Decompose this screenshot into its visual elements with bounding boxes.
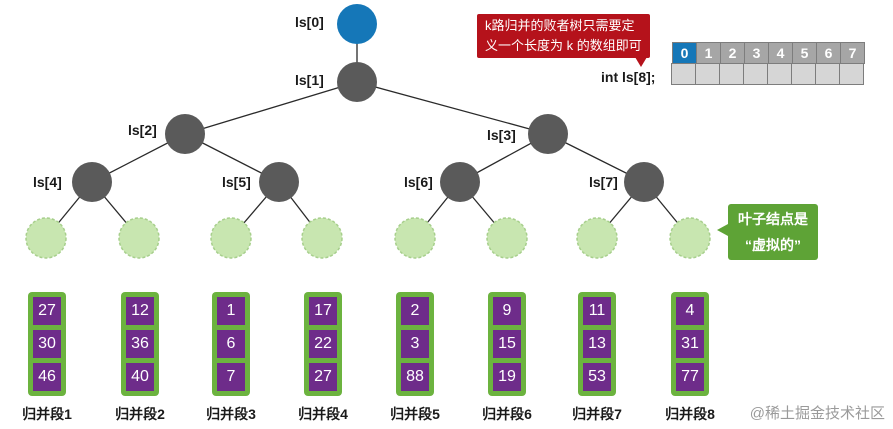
segment-value: 88: [401, 363, 429, 391]
segment-value: 1: [217, 297, 245, 325]
node-1: [337, 62, 377, 102]
array-value-cell: [839, 63, 864, 85]
segment-value: 13: [583, 330, 611, 358]
segment-value: 22: [309, 330, 337, 358]
segment-name-3: 归并段3: [206, 406, 256, 422]
segment-value: 12: [126, 297, 154, 325]
segment-value: 27: [309, 363, 337, 391]
segment-value: 4: [676, 297, 704, 325]
merge-segment-3: 1 6 7: [212, 292, 250, 396]
node-7: [624, 162, 664, 202]
array-callout: k路归并的败者树只需要定 义一个长度为 k 的数组即可: [477, 14, 650, 67]
leaf-node: [486, 217, 528, 259]
segment-value: 77: [676, 363, 704, 391]
array-index-cell: 6: [816, 42, 841, 64]
segment-name-5: 归并段5: [390, 406, 440, 422]
merge-segment-7: 11 13 53: [578, 292, 616, 396]
leaf-node: [576, 217, 618, 259]
node-label-root: ls[0]: [295, 14, 324, 30]
virtual-leaves: [25, 217, 711, 259]
array-value-cell: [815, 63, 840, 85]
leaf-note: 叶子结点是 “虚拟的”: [717, 204, 818, 260]
merge-segment-5: 2 3 88: [396, 292, 434, 396]
segment-value: 19: [493, 363, 521, 391]
node-label-6: ls[6]: [404, 174, 433, 190]
node-3: [528, 114, 568, 154]
node-label-4: ls[4]: [33, 174, 62, 190]
array-value-cell: [743, 63, 768, 85]
node-label-2: ls[2]: [128, 122, 157, 138]
segment-value: 53: [583, 363, 611, 391]
array-value-cell: [671, 63, 696, 85]
node-6: [440, 162, 480, 202]
array-value-cell: [791, 63, 816, 85]
array-declaration: int ls[8];: [601, 69, 656, 85]
leaf-node: [669, 217, 711, 259]
array-index-cell: 1: [696, 42, 721, 64]
segment-name-8: 归并段8: [665, 406, 715, 422]
leaf-node: [394, 217, 436, 259]
segment-value: 46: [33, 363, 61, 391]
merge-segment-8: 4 31 77: [671, 292, 709, 396]
segment-value: 9: [493, 297, 521, 325]
segment-value: 6: [217, 330, 245, 358]
leaf-node: [118, 217, 160, 259]
segment-name-1: 归并段1: [22, 406, 72, 422]
node-2: [165, 114, 205, 154]
merge-segment-6: 9 15 19: [488, 292, 526, 396]
segment-value: 31: [676, 330, 704, 358]
node-label-3: ls[3]: [487, 127, 516, 143]
leaf-note-line2: “虚拟的”: [745, 237, 801, 253]
segment-name-2: 归并段2: [115, 406, 165, 422]
segment-value: 7: [217, 363, 245, 391]
segment-name-4: 归并段4: [298, 406, 348, 422]
segment-value: 15: [493, 330, 521, 358]
leaf-note-line1: 叶子结点是: [738, 211, 808, 227]
array-index-cell: 7: [840, 42, 865, 64]
node-label-5: ls[5]: [222, 174, 251, 190]
segment-value: 2: [401, 297, 429, 325]
segment-name-6: 归并段6: [482, 406, 532, 422]
node-4: [72, 162, 112, 202]
segment-value: 3: [401, 330, 429, 358]
callout-line1: k路归并的败者树只需要定: [485, 18, 635, 33]
leaf-node: [25, 217, 67, 259]
leaf-node: [210, 217, 252, 259]
segment-value: 11: [583, 297, 611, 325]
segment-value: 36: [126, 330, 154, 358]
node-5: [259, 162, 299, 202]
array-value-cell: [695, 63, 720, 85]
array-index-cell: 4: [768, 42, 793, 64]
node-root: [337, 4, 377, 44]
leaf-node: [301, 217, 343, 259]
segment-value: 40: [126, 363, 154, 391]
array-index-cell: 5: [792, 42, 817, 64]
array-index-cell: 3: [744, 42, 769, 64]
segment-value: 27: [33, 297, 61, 325]
merge-segment-4: 17 22 27: [304, 292, 342, 396]
segment-value: 30: [33, 330, 61, 358]
array-index-row: 0 1 2 3 4 5 6 7: [672, 42, 865, 64]
node-label-1: ls[1]: [295, 72, 324, 88]
array-index-cell: 2: [720, 42, 745, 64]
watermark: @稀土掘金技术社区: [749, 405, 885, 422]
array-value-row: [671, 63, 864, 85]
segment-name-7: 归并段7: [572, 406, 622, 422]
callout-line2: 义一个长度为 k 的数组即可: [485, 38, 642, 53]
merge-segment-1: 27 30 46: [28, 292, 66, 396]
merge-segment-2: 12 36 40: [121, 292, 159, 396]
segment-value: 17: [309, 297, 337, 325]
array-value-cell: [767, 63, 792, 85]
node-label-7: ls[7]: [589, 174, 618, 190]
array-index-cell: 0: [672, 42, 697, 64]
array-value-cell: [719, 63, 744, 85]
